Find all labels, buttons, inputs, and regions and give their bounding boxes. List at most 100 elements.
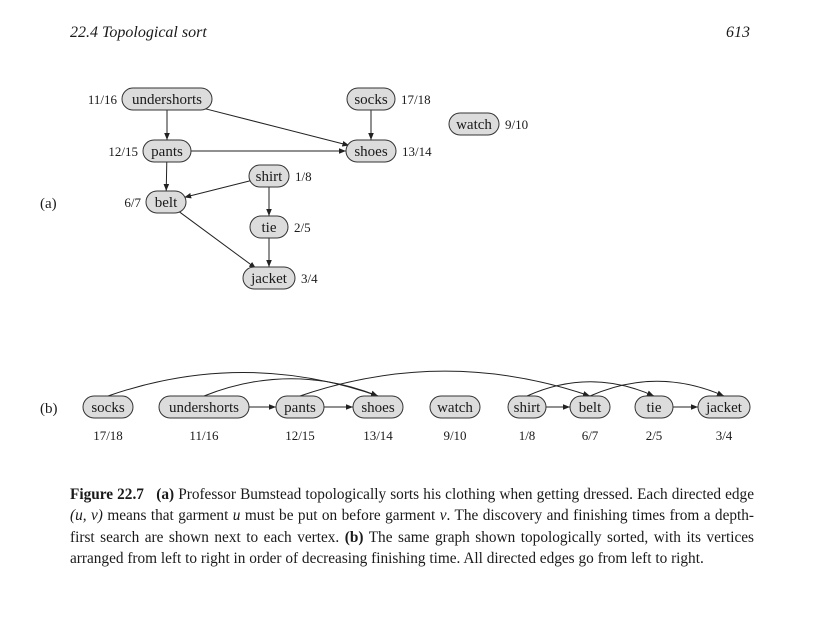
vertex-shoes-times: 13/14 [402, 144, 432, 159]
vertex-shoes: shoes 13/14 [345, 139, 432, 163]
vertex-shirt: shirt 1/8 [248, 164, 312, 188]
vertex-jacket-shape [242, 266, 296, 290]
vertex-tie: tie 2/5 [249, 215, 311, 239]
graph-b-vertices: socks 17/18 undershorts 11/16 pants 12/15 shoe… [82, 395, 751, 443]
sorted-vertex-shirt: shirt 1/8 [507, 395, 547, 443]
sorted-vertex-watch-label: watch [437, 400, 473, 416]
vertex-belt-shape [145, 190, 187, 214]
sorted-vertex-shirt-times: 1/8 [519, 428, 536, 443]
caption-var-u: u [232, 507, 241, 525]
sorted-edge-pants-belt [299, 370, 591, 397]
sorted-vertex-shoes: shoes 13/14 [352, 395, 404, 443]
vertex-belt-times: 6/7 [124, 195, 141, 210]
caption-part-a-text: Professor Bumstead topologically sorts h… [174, 486, 754, 503]
sorted-vertex-undershorts-shape [158, 395, 250, 419]
sorted-vertex-watch: watch 9/10 [429, 395, 481, 443]
sorted-vertex-socks-times: 17/18 [93, 428, 123, 443]
caption-text-2: means that garment [102, 507, 233, 525]
caption-part-b-label: (b) [344, 528, 364, 546]
sorted-vertex-belt-times: 6/7 [582, 428, 599, 443]
vertex-shoes-shape [345, 139, 397, 163]
edge-belt-jacket [177, 210, 257, 269]
sorted-vertex-socks-label: socks [91, 400, 124, 416]
sorted-vertex-shirt-shape [507, 395, 547, 419]
vertex-socks-label: socks [354, 92, 387, 108]
vertex-shirt-shape [248, 164, 290, 188]
vertex-tie-label: tie [262, 220, 277, 236]
sorted-edge-belt-jacket [589, 380, 725, 397]
sorted-vertex-watch-shape [429, 395, 481, 419]
sorted-edge-shirt-tie [526, 381, 655, 397]
graph-b-edges [107, 370, 725, 410]
vertex-watch-times: 9/10 [505, 117, 528, 132]
sorted-vertex-undershorts-times: 11/16 [189, 428, 219, 443]
sorted-vertex-tie: tie 2/5 [634, 395, 674, 443]
sorted-edge-socks-shoes [107, 372, 379, 397]
vertex-tie-shape [249, 215, 289, 239]
sorted-vertex-shoes-times: 13/14 [363, 428, 393, 443]
edge-shirt-belt [184, 180, 251, 199]
sorted-vertex-jacket: jacket 3/4 [697, 395, 751, 443]
caption-var-v: v [439, 507, 447, 525]
sorted-vertex-pants-times: 12/15 [285, 428, 315, 443]
sorted-vertex-socks-shape [82, 395, 134, 419]
section-header: 22.4 Topological sort [70, 24, 207, 41]
vertex-undershorts-label: undershorts [132, 92, 202, 108]
caption-part-a-label: (a) [156, 486, 175, 503]
sorted-vertex-jacket-shape [697, 395, 751, 419]
vertex-watch: watch 9/10 [448, 112, 528, 136]
sorted-vertex-pants-label: pants [284, 400, 316, 416]
vertex-socks: socks 17/18 [346, 87, 431, 111]
vertex-undershorts-times: 11/16 [88, 92, 118, 107]
vertex-jacket: jacket 3/4 [242, 266, 318, 290]
vertex-undershorts-shape [121, 87, 213, 111]
vertex-belt-label: belt [155, 195, 178, 211]
sorted-vertex-undershorts-label: undershorts [169, 400, 239, 416]
sorted-vertex-tie-shape [634, 395, 674, 419]
sorted-vertex-shoes-shape [352, 395, 404, 419]
sorted-vertex-tie-label: tie [647, 400, 662, 416]
sorted-vertex-pants-shape [275, 395, 325, 419]
topological-sort-diagram: (a) (b) undershorts 11/16 socks 17/18 watch 9… [40, 87, 751, 443]
vertex-undershorts: undershorts 11/16 [88, 87, 213, 111]
caption-part-b-text: The same graph shown topologically sorte… [70, 528, 754, 567]
vertex-pants: pants 12/15 [108, 139, 192, 163]
vertex-shirt-label: shirt [256, 169, 284, 185]
vertex-watch-label: watch [456, 117, 492, 133]
sorted-vertex-belt-label: belt [579, 400, 602, 416]
sorted-vertex-jacket-times: 3/4 [716, 428, 733, 443]
sorted-vertex-watch-times: 9/10 [443, 428, 466, 443]
vertex-socks-shape [346, 87, 396, 111]
vertex-watch-shape [448, 112, 500, 136]
vertex-tie-times: 2/5 [294, 220, 311, 235]
caption-text-4: . The discovery and finishing times from… [70, 507, 755, 546]
sorted-vertex-jacket-label: jacket [705, 400, 743, 416]
caption-text-3: must be put on before garment [240, 507, 440, 525]
vertex-pants-shape [142, 139, 192, 163]
panel-b-label: (b) [40, 401, 58, 417]
sorted-vertex-tie-times: 2/5 [646, 428, 663, 443]
caption-edge-notation: (u, v) [70, 507, 103, 525]
vertex-shoes-label: shoes [354, 144, 387, 160]
vertex-jacket-times: 3/4 [301, 271, 318, 286]
edge-undershorts-shoes [198, 106, 350, 147]
figure-label: Figure 22.7 [70, 486, 144, 503]
sorted-vertex-belt-shape [569, 395, 611, 419]
vertex-pants-label: pants [151, 144, 183, 160]
sorted-vertex-shirt-label: shirt [514, 400, 542, 416]
panel-a-label: (a) [40, 196, 57, 212]
vertex-jacket-label: jacket [250, 271, 288, 287]
edge-pants-belt [163, 161, 170, 192]
vertex-belt: belt 6/7 [124, 190, 187, 214]
sorted-vertex-pants: pants 12/15 [275, 395, 325, 443]
sorted-vertex-belt: belt 6/7 [569, 395, 611, 443]
vertex-socks-times: 17/18 [401, 92, 431, 107]
vertex-pants-times: 12/15 [108, 144, 138, 159]
graph-a-vertices: undershorts 11/16 socks 17/18 watch 9/10 pants… [88, 87, 528, 290]
sorted-vertex-socks: socks 17/18 [82, 395, 134, 443]
figure-caption: Figure 22.7 (a) Professor Bumstead topol… [70, 484, 754, 569]
page-number: 613 [726, 24, 750, 41]
graph-a-edges [163, 106, 374, 269]
vertex-shirt-times: 1/8 [295, 169, 312, 184]
sorted-vertex-shoes-label: shoes [361, 400, 394, 416]
